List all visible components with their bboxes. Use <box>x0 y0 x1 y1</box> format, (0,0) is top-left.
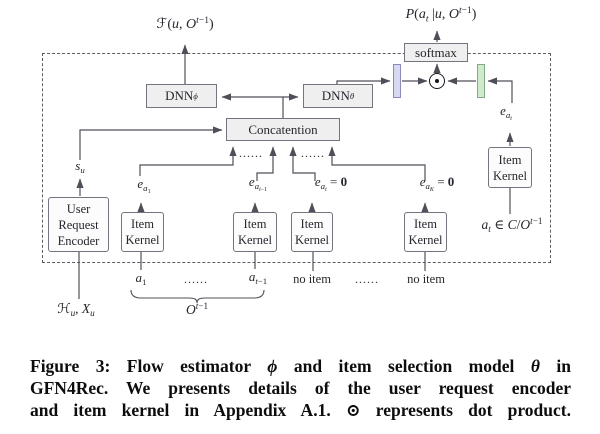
underbrace <box>130 289 265 304</box>
candidate-item-label: at ∈ C/Ot−1 <box>481 215 543 235</box>
item-score-vector-bar <box>393 64 401 98</box>
ik-line-2: Kernel <box>237 233 272 247</box>
dot-product-operator <box>429 73 445 89</box>
caption-line-3: and item kernel in Appendix A.1. ⊙ repre… <box>30 400 571 421</box>
ik-line-2: Kernel <box>125 233 160 247</box>
ellipsis-concat-2: ...... <box>301 146 325 160</box>
ik-line-1: Item <box>131 217 154 231</box>
no-item-label-1: no item <box>293 272 331 286</box>
embedding-at-zero-label: eat = 0 <box>314 174 348 193</box>
dashed-boundary <box>42 53 551 263</box>
ik-line-2: Kernel <box>408 233 443 247</box>
ellipsis-bottom-1: ...... <box>184 272 208 286</box>
wire-eat1-to-concat <box>256 146 277 181</box>
prob-output-label: P(at |u, Ot−1) <box>405 5 477 25</box>
embedding-at-1-label: eat−1 <box>248 174 268 193</box>
wire-su-to-concat <box>79 126 223 160</box>
softmax-box: softmax <box>404 43 468 62</box>
action-at-1-label: at−1 <box>248 269 268 287</box>
wire-eak0-to-concat <box>328 146 426 181</box>
softmax-label: softmax <box>415 44 457 60</box>
user-state-label: su <box>75 158 85 176</box>
item-kernel-box-3: Item Kernel <box>291 212 333 252</box>
figure-caption: Figure 3: Flow estimator ϕ and item sele… <box>30 355 571 421</box>
action-a1-label: a1 <box>135 270 147 288</box>
ellipsis-bottom-2: ...... <box>355 272 379 286</box>
caption-line-1: Figure 3: Flow estimator ϕ and item sele… <box>30 356 571 376</box>
wire-ea1-to-concat <box>139 146 237 176</box>
embedding-at-label: eat <box>500 103 512 122</box>
observation-set-label: Ot−1 <box>185 300 209 317</box>
connector-lines <box>76 30 514 304</box>
ik-line-1: Item <box>414 217 437 231</box>
ik-line-1: Item <box>498 152 522 167</box>
ure-line-1: User <box>66 201 91 216</box>
embedding-a1-label: ea1 <box>137 176 151 195</box>
ik-line-1: Item <box>300 217 324 231</box>
embedding-aK-zero-label: eaK = 0 <box>419 174 455 193</box>
wire-eat0-to-concat <box>289 146 316 181</box>
ik-line-2: Kernel <box>294 233 329 247</box>
flow-output-label: ℱ(u, Ot−1) <box>156 15 214 32</box>
item-kernel-box-1: Item Kernel <box>121 212 164 252</box>
ik-line-1: Item <box>243 217 267 231</box>
wire-dnntheta-to-bar <box>336 77 391 85</box>
wire-eat-to-greenbar <box>487 77 513 103</box>
user-request-encoder-box: User Request Encoder <box>48 197 109 252</box>
item-kernel-box-2: Item Kernel <box>233 212 277 252</box>
ellipsis-concat-1: ...... <box>239 146 263 160</box>
caption-line-2: GFN4Rec. We presents details of the user… <box>30 378 571 399</box>
history-features-label: ℋu, Xu <box>57 301 95 319</box>
item-kernel-box-4: Item Kernel <box>404 212 447 252</box>
no-item-label-2: no item <box>407 272 445 286</box>
concatenation-label: Concatention <box>248 121 318 137</box>
item-kernel-box-candidate: Item Kernel <box>488 147 532 188</box>
concatenation-box: Concatention <box>226 118 340 141</box>
dot-product-center <box>435 79 439 83</box>
item-embedding-vector-bar <box>477 64 485 98</box>
ure-line-3: Encoder <box>57 233 100 248</box>
ure-line-2: Request <box>58 217 99 232</box>
ik-line-2: Kernel <box>492 168 527 183</box>
